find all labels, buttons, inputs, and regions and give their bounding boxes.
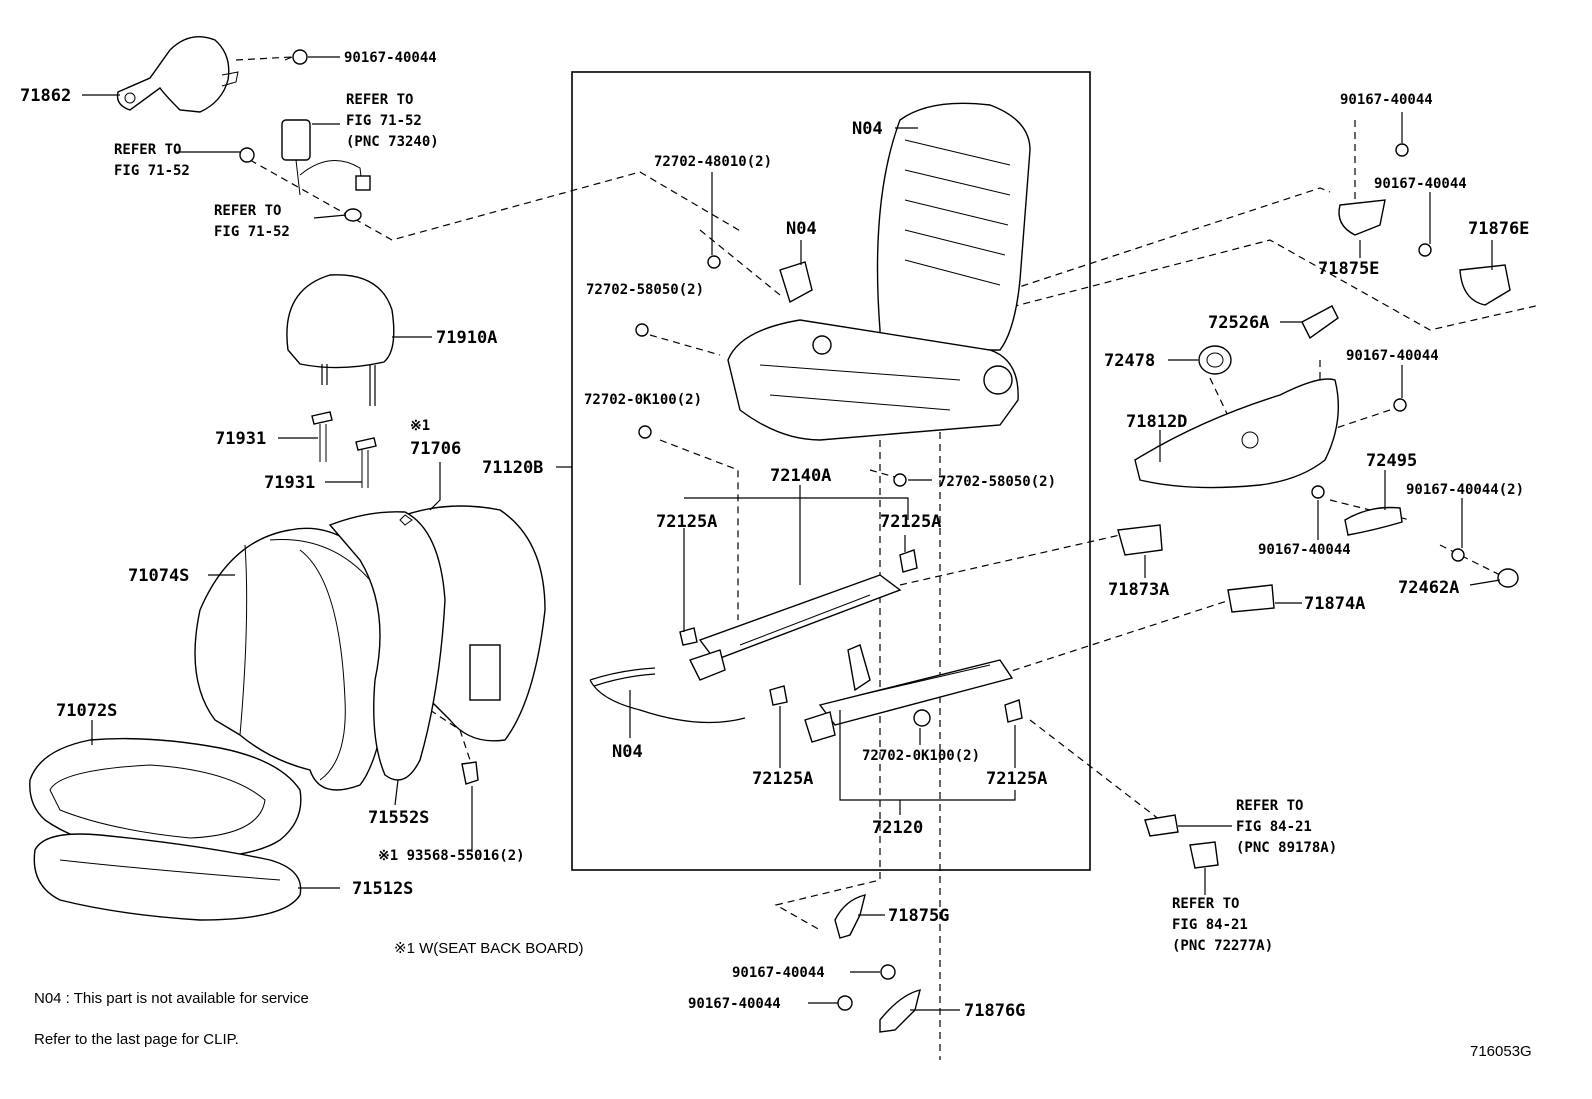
cushion-pad-71512S-shape xyxy=(33,833,302,921)
label-90167-r1[interactable]: 90167-40044 xyxy=(1340,92,1433,108)
label-71120B[interactable]: 71120B xyxy=(482,458,543,478)
bolt-90167-right-shapes xyxy=(1311,143,1465,562)
seat-track-72120-shape xyxy=(804,644,1014,743)
label-71910A[interactable]: 71910A xyxy=(436,328,497,348)
label-n04-bottom[interactable]: N04 xyxy=(612,742,643,762)
label-72125A-a[interactable]: 72125A xyxy=(656,512,717,532)
label-93568[interactable]: ※1 93568-55016(2) xyxy=(378,848,525,864)
label-71862[interactable]: 71862 xyxy=(20,86,71,106)
label-72125A-b[interactable]: 72125A xyxy=(880,512,941,532)
bracket-71874A-shape xyxy=(1227,584,1275,613)
note-seat-back-board: ※1 W(SEAT BACK BOARD) xyxy=(394,940,584,957)
cover-71876G-shape xyxy=(879,989,921,1033)
seat-belt-buckle-shape xyxy=(239,119,371,222)
label-72462A[interactable]: 72462A xyxy=(1398,578,1459,598)
label-refer4-line3: (PNC 89178A) xyxy=(1236,840,1337,856)
shield-71812D-shape xyxy=(1134,378,1339,489)
label-71875G[interactable]: 71875G xyxy=(888,906,949,926)
label-90167-r2[interactable]: 90167-40044 xyxy=(1374,176,1467,192)
cushion-cover-71072S-shape xyxy=(29,737,302,861)
knob-72526A-shape xyxy=(1301,305,1339,340)
label-refer3-line1: REFER TO xyxy=(214,203,281,219)
label-refer4-line2[interactable]: FIG 84-21 xyxy=(1236,819,1312,835)
bolt-90167-g-shapes xyxy=(837,964,896,1011)
note-n04: N04 : This part is not available for ser… xyxy=(34,990,309,1007)
wire-n04-shape xyxy=(589,667,746,724)
part-labels: 71862 90167-40044 REFER TO FIG 71-52 (PN… xyxy=(20,50,1532,1060)
label-71873A[interactable]: 71873A xyxy=(1108,580,1169,600)
label-71931-a[interactable]: 71931 xyxy=(215,429,266,449)
label-72702-58050-b[interactable]: 72702-58050(2) xyxy=(938,474,1056,490)
label-71874A[interactable]: 71874A xyxy=(1304,594,1365,614)
label-90167-g2[interactable]: 90167-40044 xyxy=(688,996,781,1012)
frame-bolt-shapes xyxy=(635,255,931,727)
label-71074S[interactable]: 71074S xyxy=(128,566,189,586)
seat-track-72140A-shape xyxy=(689,574,902,681)
label-90167-r5[interactable]: 90167-40044 xyxy=(1258,542,1351,558)
label-72140A[interactable]: 72140A xyxy=(770,466,831,486)
lever-72495-shape xyxy=(1344,506,1403,536)
label-refer4-line1: REFER TO xyxy=(1236,798,1303,814)
label-mark1-top: ※1 xyxy=(410,418,430,434)
label-71875E[interactable]: 71875E xyxy=(1318,259,1379,279)
label-refer5-line2[interactable]: FIG 84-21 xyxy=(1172,917,1248,933)
label-72125A-c[interactable]: 72125A xyxy=(752,769,813,789)
seat-frame-71120B-shape xyxy=(727,102,1031,441)
label-72702-0K100-a[interactable]: 72702-0K100(2) xyxy=(584,392,702,408)
cap-72462A-shape xyxy=(1497,568,1519,588)
label-72702-48010[interactable]: 72702-48010(2) xyxy=(654,154,772,170)
knob-72478-shape xyxy=(1198,345,1232,375)
bracket-71873A-shape xyxy=(1117,524,1163,556)
label-n04-mid[interactable]: N04 xyxy=(786,219,817,239)
seat-frame-group-box xyxy=(571,71,1091,871)
label-refer2-line1: REFER TO xyxy=(114,142,181,158)
label-refer3-line2[interactable]: FIG 71-52 xyxy=(214,224,290,240)
label-90167-r3[interactable]: 90167-40044 xyxy=(1346,348,1439,364)
label-refer5-line3: (PNC 72277A) xyxy=(1172,938,1273,954)
label-90167-top[interactable]: 90167-40044 xyxy=(344,50,437,66)
connector-shapes xyxy=(1144,814,1219,869)
seatback-board-71706-shape xyxy=(328,505,546,781)
label-72526A[interactable]: 72526A xyxy=(1208,313,1269,333)
label-refer1-line3: (PNC 73240) xyxy=(346,134,439,150)
clip-93568-shape xyxy=(461,761,479,785)
label-refer2-line2[interactable]: FIG 71-52 xyxy=(114,163,190,179)
label-72495[interactable]: 72495 xyxy=(1366,451,1417,471)
label-72478[interactable]: 72478 xyxy=(1104,351,1155,371)
headrest-71910A-shape xyxy=(286,274,395,406)
cover-71875G-shape xyxy=(834,894,866,939)
label-71512S[interactable]: 71512S xyxy=(352,879,413,899)
label-71876E[interactable]: 71876E xyxy=(1468,219,1529,239)
cover-71876E-shape xyxy=(1459,264,1511,306)
assembly-dashed-lines xyxy=(235,56,1541,1060)
figure-id: 716053G xyxy=(1470,1043,1532,1060)
label-71931-b[interactable]: 71931 xyxy=(264,473,315,493)
bolt-90167-top-shape xyxy=(284,49,308,65)
label-71706[interactable]: 71706 xyxy=(410,439,461,459)
trim-cover-71862-shape xyxy=(116,36,239,113)
label-71812D[interactable]: 71812D xyxy=(1126,412,1187,432)
label-refer5-line1: REFER TO xyxy=(1172,896,1239,912)
label-72120[interactable]: 72120 xyxy=(872,818,923,838)
leader-lines xyxy=(82,56,1501,1011)
label-refer1-line2[interactable]: FIG 71-52 xyxy=(346,113,422,129)
label-72702-58050-a[interactable]: 72702-58050(2) xyxy=(586,282,704,298)
label-71552S[interactable]: 71552S xyxy=(368,808,429,828)
track-bracket-72125A-shapes xyxy=(679,549,1023,723)
headrest-support-71931-shapes xyxy=(311,411,377,488)
label-n04-top[interactable]: N04 xyxy=(852,119,883,139)
label-72702-0K100-b[interactable]: 72702-0K100(2) xyxy=(862,748,980,764)
label-71876G[interactable]: 71876G xyxy=(964,1001,1025,1021)
note-clip: Refer to the last page for CLIP. xyxy=(34,1031,239,1048)
label-71072S[interactable]: 71072S xyxy=(56,701,117,721)
label-90167-r4[interactable]: 90167-40044(2) xyxy=(1406,482,1524,498)
cover-71875E-shape xyxy=(1338,199,1386,236)
label-72125A-d[interactable]: 72125A xyxy=(986,769,1047,789)
label-90167-g1[interactable]: 90167-40044 xyxy=(732,965,825,981)
label-refer1-line1: REFER TO xyxy=(346,92,413,108)
bracket-n04-shape xyxy=(779,261,813,304)
